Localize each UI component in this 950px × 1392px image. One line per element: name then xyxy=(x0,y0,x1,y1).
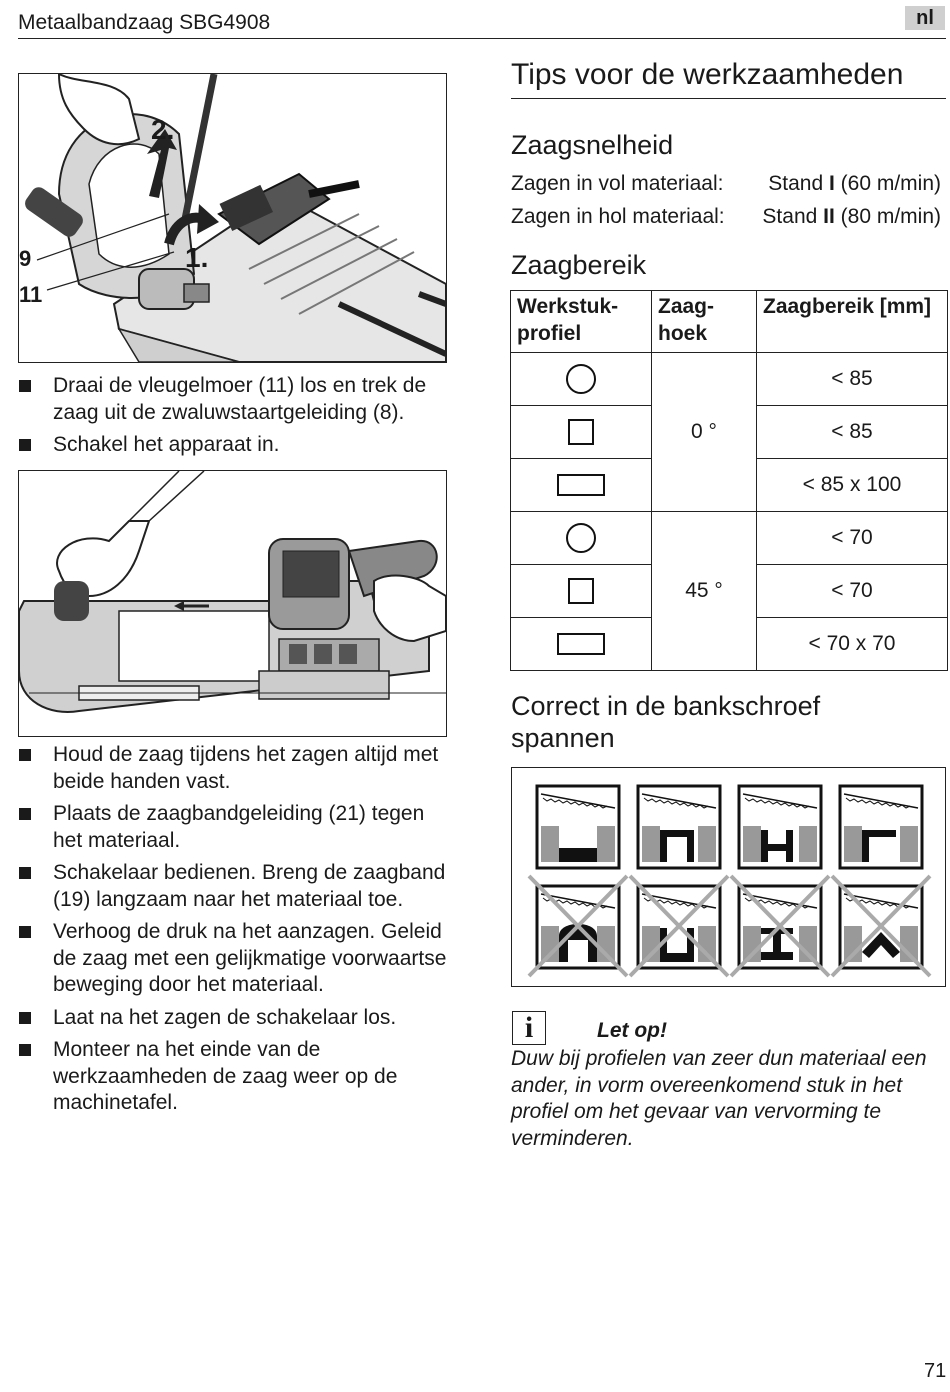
table-row: 0 ° < 85 xyxy=(510,352,948,512)
note-body: Duw bij profielen van zeer dun materiaal… xyxy=(511,1047,927,1150)
callout-9: 9 xyxy=(19,246,32,271)
square-profile-icon xyxy=(568,419,594,445)
clamping-illustration xyxy=(527,784,932,978)
handheld-saw-illustration xyxy=(19,471,446,713)
range-cell: < 70 xyxy=(756,564,948,618)
note-title: Let op! xyxy=(597,1019,667,1042)
header-divider xyxy=(18,38,946,39)
list-item: Plaats de zaagbandgeleiding (21) tegen h… xyxy=(18,801,450,854)
table-row: < 85 x 100 xyxy=(510,458,948,512)
page-number: 71 xyxy=(924,1360,947,1382)
clamping-heading: Correct in de bankschroef spannen xyxy=(511,691,821,753)
document-title: Metaalbandzaag SBG4908 xyxy=(18,11,271,34)
step-2-label: 2. xyxy=(151,114,175,145)
list-item: Schakel het apparaat in. xyxy=(18,432,448,459)
range-cell: < 85 xyxy=(756,405,948,459)
info-icon: i xyxy=(512,1011,546,1045)
rectangle-profile-icon xyxy=(557,633,605,656)
range-cell: < 85 x 100 xyxy=(756,458,948,512)
range-cell: < 70 xyxy=(756,511,948,565)
section-divider xyxy=(511,98,946,99)
step-1-label: 1. xyxy=(185,242,209,273)
bullet-square-icon xyxy=(19,749,31,761)
header-profile: Werkstuk- profiel xyxy=(510,290,652,353)
table-header-row: Werkstuk- profiel Zaag- hoek Zaagbereik … xyxy=(510,290,948,353)
circle-profile-icon xyxy=(566,364,596,394)
range-heading: Zaagbereik xyxy=(511,250,647,280)
rectangle-profile-icon xyxy=(557,474,605,497)
bullet-square-icon xyxy=(19,1044,31,1056)
language-badge: nl xyxy=(905,6,945,30)
bullet-square-icon xyxy=(19,439,31,451)
list-item: Laat na het zagen de schakelaar los. xyxy=(18,1005,450,1032)
bullet-square-icon xyxy=(19,926,31,938)
bullet-square-icon xyxy=(19,808,31,820)
figure-remove-saw: 2. 1. 9 11 xyxy=(18,73,447,363)
callout-11: 11 xyxy=(19,282,43,307)
angle-cell: 0 ° xyxy=(651,352,757,512)
cutting-range-table: Werkstuk- profiel Zaag- hoek Zaagbereik … xyxy=(510,290,948,671)
circle-profile-icon xyxy=(566,523,596,553)
list-item: Houd de zaag tijdens het zagen altijd me… xyxy=(18,742,450,795)
speed-heading: Zaagsnelheid xyxy=(511,130,674,160)
list-item: Draai de vleugelmoer (11) los en trek de… xyxy=(18,373,448,426)
figure-clamping xyxy=(511,767,946,987)
header-angle: Zaag- hoek xyxy=(651,290,757,353)
list-item: Schakelaar bedienen. Breng de zaagband (… xyxy=(18,860,450,913)
bullet-square-icon xyxy=(19,1011,31,1024)
square-profile-icon xyxy=(568,578,594,604)
remove-saw-illustration xyxy=(25,74,446,362)
list-item: Verhoog de druk na het aanzagen. Geleid … xyxy=(18,919,450,999)
section-title: Tips voor de werkzaamheden xyxy=(511,58,904,91)
range-cell: < 85 xyxy=(756,352,948,406)
speed-row-solid: Zagen in vol materiaal: Stand I (60 m/mi… xyxy=(511,172,941,195)
angle-cell: 45 ° xyxy=(651,511,757,671)
list-item: Monteer na het einde van de werkzaamhede… xyxy=(18,1037,450,1117)
table-row: < 70 xyxy=(510,564,948,618)
figure-handheld-sawing xyxy=(18,470,447,737)
bullet-square-icon xyxy=(19,380,31,392)
range-cell: < 70 x 70 xyxy=(756,617,948,671)
header-range: Zaagbereik [mm] xyxy=(756,290,948,353)
instructions-list-2: Houd de zaag tijdens het zagen altijd me… xyxy=(18,742,450,1123)
speed-row-hollow: Zagen in hol materiaal: Stand II (80 m/m… xyxy=(511,205,941,228)
instructions-list-1: Draai de vleugelmoer (11) los en trek de… xyxy=(18,373,448,465)
table-row: < 85 xyxy=(510,405,948,459)
bullet-square-icon xyxy=(19,867,31,879)
table-row: < 70 x 70 xyxy=(510,617,948,671)
table-row: 45 ° < 70 xyxy=(510,511,948,671)
